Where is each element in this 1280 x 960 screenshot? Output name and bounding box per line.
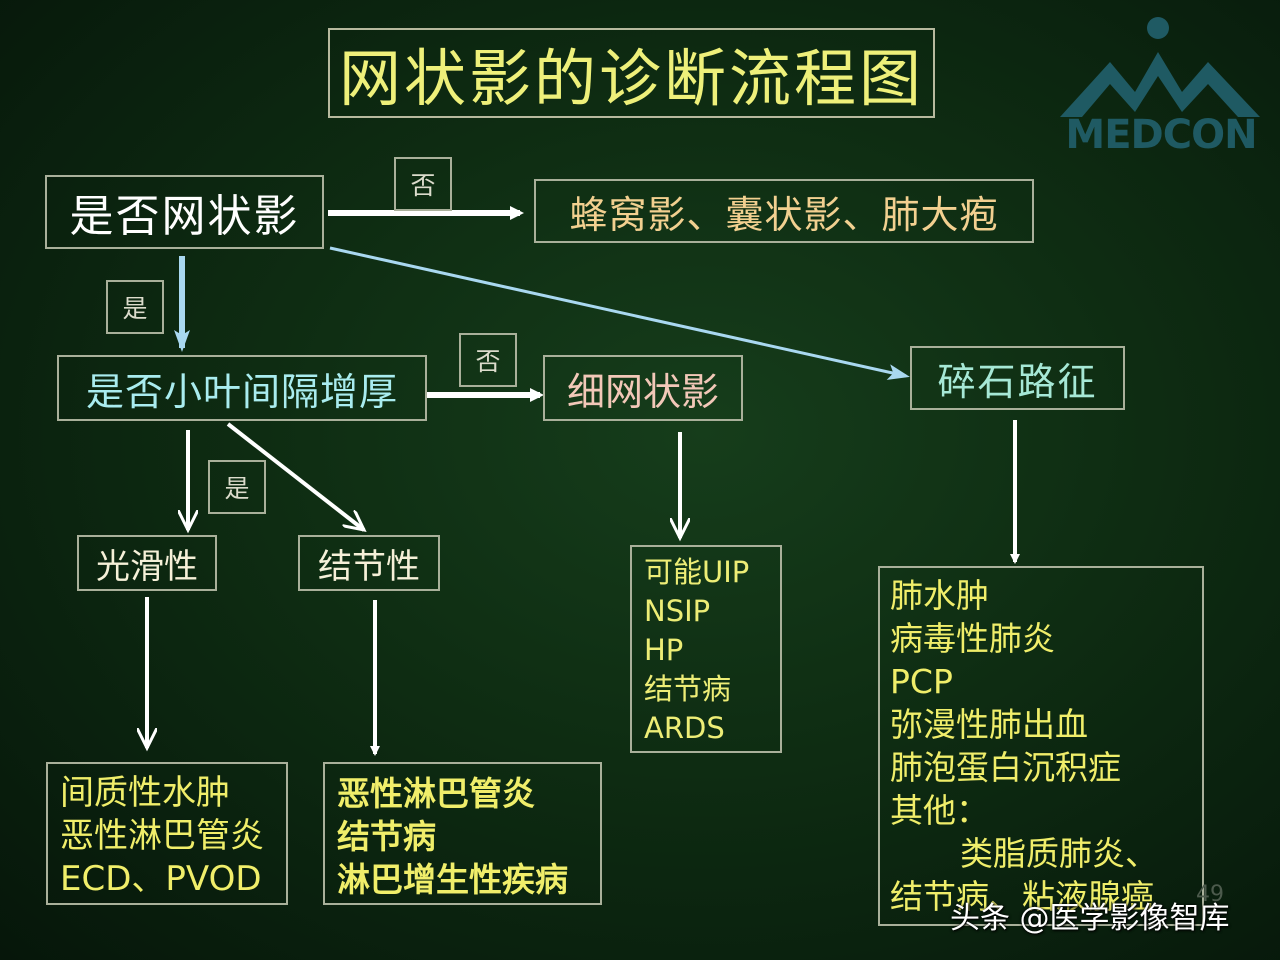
arrow-q2-to-nodular [226, 422, 364, 530]
result-nodular-list: 恶性淋巴管炎 结节病 淋巴增生性疾病 [337, 772, 568, 901]
result-item: 恶性淋巴管炎 [337, 774, 535, 813]
result-fine-reticular: 可能UIP NSIP HP 结节病 ARDS [630, 545, 782, 753]
result-item: 其他： [890, 791, 989, 830]
node-smooth: 光滑性 [77, 535, 217, 591]
node-fine-reticular-label: 细网状影 [566, 369, 719, 414]
node-crazy-paving-label: 碎石路征 [937, 359, 1098, 404]
node-nodular-label: 结节性 [318, 546, 420, 587]
node-crazy-paving: 碎石路征 [910, 346, 1125, 410]
result-fine-reticular-list: 可能UIP NSIP HP 结节病 ARDS [644, 553, 749, 748]
result-smooth: 间质性水肿 恶性淋巴管炎 ECD、PVOD [46, 762, 288, 905]
label-no-2: 否 [459, 333, 517, 387]
title-box: 网状影的诊断流程图 [328, 28, 935, 118]
result-item: ARDS [644, 711, 725, 745]
page-title: 网状影的诊断流程图 [338, 42, 924, 115]
node-nodular: 结节性 [298, 535, 440, 591]
medcon-logo-icon [1060, 17, 1260, 117]
node-honeycomb-label: 蜂窝影、囊状影、肺大疱 [569, 192, 999, 237]
result-item: NSIP [644, 594, 711, 628]
node-septal-thickening-label: 是否小叶间隔增厚 [85, 369, 398, 414]
result-item: HP [644, 633, 684, 667]
node-smooth-label: 光滑性 [96, 546, 198, 587]
label-yes-2: 是 [208, 460, 266, 514]
result-item: PCP [890, 662, 953, 701]
result-item: 恶性淋巴管炎 [60, 816, 264, 856]
result-item: 病毒性肺炎 [890, 619, 1055, 658]
node-fine-reticular: 细网状影 [543, 355, 743, 421]
result-item: 结节病、粘液腺癌 [890, 877, 1154, 916]
node-is-reticular-label: 是否网状影 [69, 191, 300, 242]
result-crazy-paving-list: 肺水肿 病毒性肺炎 PCP 弥漫性肺出血 肺泡蛋白沉积症 其他： 类脂质肺炎、 … [890, 574, 1158, 918]
result-item: 可能UIP [644, 555, 750, 589]
watermark-text: 头条 @医学影像智库 [950, 901, 1230, 936]
logo-text: MEDCON [1065, 112, 1257, 158]
result-item: ECD、PVOD [60, 859, 262, 899]
result-item: 淋巴增生性疾病 [337, 860, 568, 899]
result-nodular: 恶性淋巴管炎 结节病 淋巴增生性疾病 [323, 762, 602, 905]
node-is-reticular: 是否网状影 [45, 175, 324, 249]
node-septal-thickening: 是否小叶间隔增厚 [57, 355, 427, 421]
result-item: 类脂质肺炎、 [960, 834, 1158, 873]
page-number: 49 [1196, 882, 1224, 907]
result-item: 结节病 [337, 817, 436, 856]
result-item: 间质性水肿 [60, 773, 230, 813]
result-item: 肺泡蛋白沉积症 [890, 748, 1121, 787]
result-item: 弥漫性肺出血 [890, 705, 1088, 744]
arrow-q1-to-crazy [329, 246, 910, 380]
label-yes-1: 是 [106, 280, 164, 334]
result-item: 肺水肿 [890, 576, 989, 615]
result-crazy-paving: 肺水肿 病毒性肺炎 PCP 弥漫性肺出血 肺泡蛋白沉积症 其他： 类脂质肺炎、 … [878, 566, 1204, 926]
result-item: 结节病 [644, 672, 732, 706]
node-honeycomb: 蜂窝影、囊状影、肺大疱 [534, 179, 1034, 243]
label-no-1: 否 [394, 157, 452, 211]
result-smooth-list: 间质性水肿 恶性淋巴管炎 ECD、PVOD [60, 772, 264, 901]
